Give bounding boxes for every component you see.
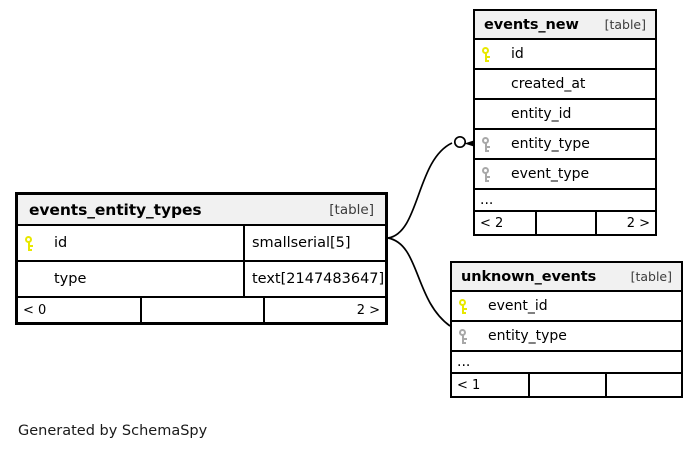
table-row[interactable]: event_id (452, 292, 681, 322)
table-title: events_entity_types (29, 200, 202, 219)
column-name: entity_type (511, 136, 590, 152)
table-title: unknown_events (461, 268, 597, 285)
outgoing-relations-count: 2 > (595, 212, 655, 234)
incoming-relations-count: < 0 (23, 302, 47, 318)
column-cell: event_type (475, 160, 655, 188)
outgoing-relations-count (604, 374, 681, 396)
table-footer: < 0 2 > (18, 298, 385, 322)
footer-spacer (140, 298, 262, 322)
column-cell: entity_type (475, 130, 655, 158)
table-node-events-new[interactable]: events_new [table] id created_at entity_… (473, 9, 657, 236)
incoming-relations-count: < 2 (480, 215, 504, 231)
table-row[interactable]: entity_type (452, 322, 681, 352)
column-name: type (54, 271, 87, 287)
column-type: smallserial[5] (252, 235, 351, 251)
table-row[interactable]: type text[2147483647] (18, 262, 385, 298)
column-name: id (54, 235, 68, 251)
outgoing-relations-count: 2 > (262, 298, 385, 322)
column-name: entity_type (488, 328, 567, 344)
table-title: events_new (484, 16, 579, 33)
incoming-relations-count: < 1 (457, 377, 481, 393)
column-name: event_id (488, 298, 548, 314)
table-node-unknown-events[interactable]: unknown_events [table] event_id entity_t… (450, 261, 683, 398)
column-name: entity_id (511, 106, 572, 122)
primary-key-icon (459, 298, 481, 314)
column-name: id (511, 46, 524, 62)
column-cell: entity_type (452, 322, 681, 350)
table-node-events-entity-types[interactable]: events_entity_types [table] id smallseri… (15, 192, 388, 325)
footer-spacer (528, 374, 604, 396)
column-type-cell: text[2147483647] (243, 262, 385, 296)
table-row[interactable]: event_type (475, 160, 655, 190)
foreign-key-icon (482, 136, 504, 152)
column-type-cell: smallserial[5] (243, 226, 385, 260)
footer-spacer (535, 212, 595, 234)
table-type-tag: [table] (329, 201, 374, 218)
table-row[interactable]: id smallserial[5] (18, 226, 385, 262)
more-columns-indicator: ... (452, 352, 681, 374)
column-cell: event_id (452, 292, 681, 320)
column-cell: type (18, 262, 243, 296)
table-footer: < 2 2 > (475, 212, 655, 234)
table-type-tag: [table] (630, 269, 672, 284)
table-row[interactable]: created_at (475, 70, 655, 100)
column-name: created_at (511, 76, 586, 92)
zero-cardinality-marker (453, 135, 467, 149)
table-header: events_new [table] (475, 11, 655, 40)
table-row[interactable]: entity_type (475, 130, 655, 160)
foreign-key-icon (482, 166, 504, 182)
column-cell: id (475, 40, 655, 68)
more-columns-indicator: ... (475, 190, 655, 212)
table-header: unknown_events [table] (452, 263, 681, 292)
table-row[interactable]: entity_id (475, 100, 655, 130)
primary-key-icon (25, 235, 47, 251)
table-footer: < 1 (452, 374, 681, 396)
table-type-tag: [table] (604, 17, 646, 32)
table-header: events_entity_types [table] (18, 195, 385, 226)
foreign-key-icon (459, 328, 481, 344)
primary-key-icon (482, 46, 504, 62)
column-type: text[2147483647] (252, 271, 385, 287)
table-row[interactable]: id (475, 40, 655, 70)
relationship-edge-events-new (387, 135, 482, 239)
column-name: event_type (511, 166, 590, 182)
column-cell: id (18, 226, 243, 260)
column-cell: entity_id (475, 100, 655, 128)
column-cell: created_at (475, 70, 655, 98)
generated-by-credit: Generated by SchemaSpy (18, 423, 208, 439)
